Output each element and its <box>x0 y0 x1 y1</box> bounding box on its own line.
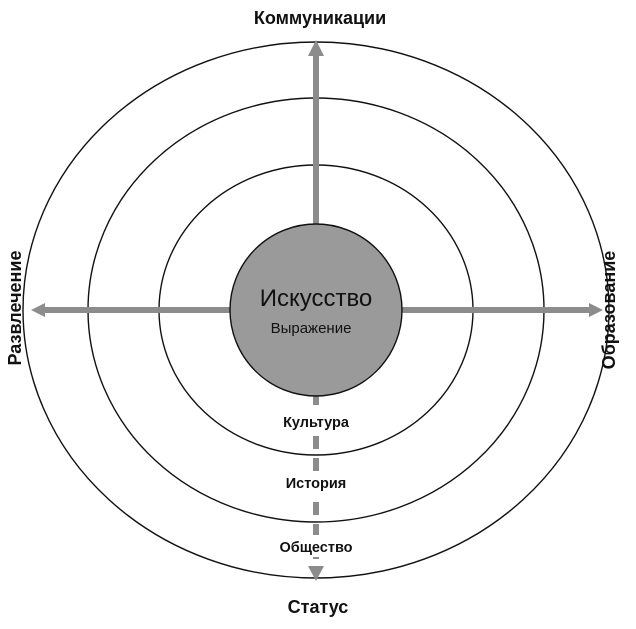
arrowhead-right <box>589 303 603 317</box>
ring-label-bg-1 <box>278 410 356 432</box>
core-circle <box>229 223 403 397</box>
core-title: Искусство <box>260 285 373 312</box>
core-subtitle: Выражение <box>271 320 352 337</box>
ring-label-bg-3 <box>270 535 362 557</box>
ring-label-culture: Культура <box>283 415 350 431</box>
ring-label-history: История <box>286 476 347 492</box>
axis-label-top: Коммуникации <box>254 8 386 28</box>
axis-label-right: Образование <box>599 251 619 370</box>
ring-label-bg-2 <box>278 471 356 493</box>
arrowhead-left <box>31 303 45 317</box>
arrowhead-bottom <box>308 566 324 581</box>
axis-label-left: Развлечение <box>5 251 25 366</box>
arrowhead-top <box>308 40 324 56</box>
ring-label-society: Общество <box>279 540 352 556</box>
axis-label-bottom: Статус <box>288 597 349 617</box>
